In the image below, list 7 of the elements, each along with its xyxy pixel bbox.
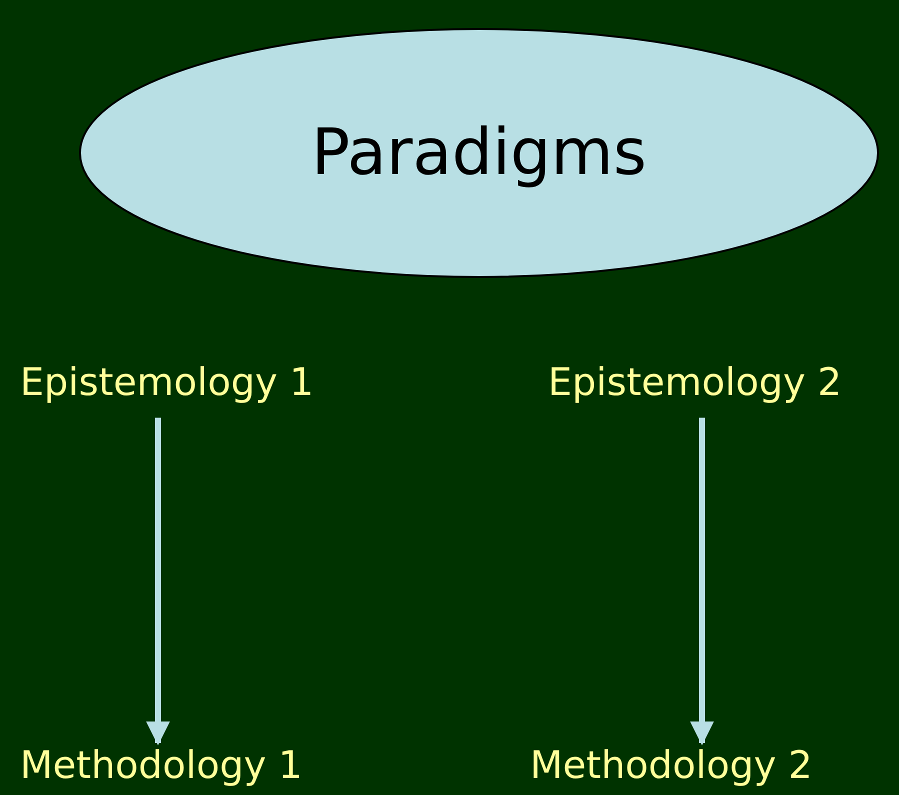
arrow: [146, 418, 170, 746]
node-label: Epistemology 1: [20, 362, 314, 404]
node-title: Paradigms: [311, 116, 647, 190]
arrow: [690, 418, 714, 746]
node-label: Epistemology 2: [548, 362, 842, 404]
node-label: Methodology 1: [20, 745, 302, 787]
node-label: Methodology 2: [530, 745, 812, 787]
